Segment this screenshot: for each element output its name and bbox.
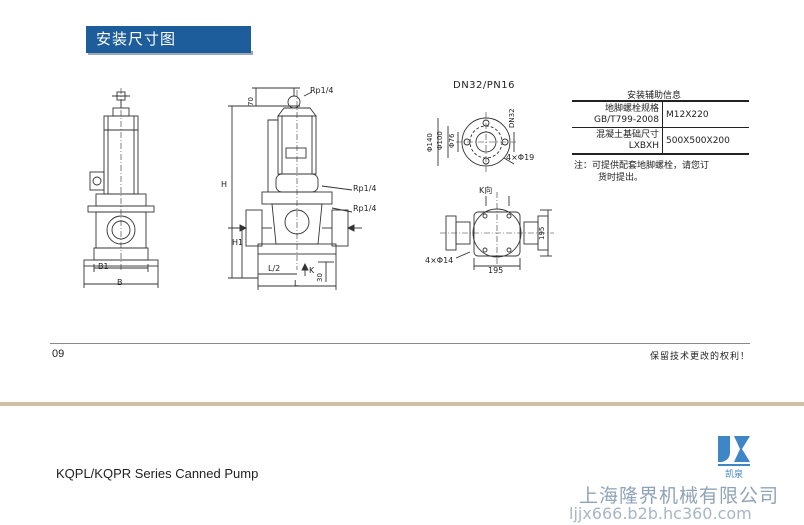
label-k: K bbox=[309, 266, 315, 275]
flange-spec-title: DN32/PN16 bbox=[453, 80, 516, 91]
label-b1: B1 bbox=[98, 262, 109, 271]
label-l: L bbox=[294, 279, 299, 288]
website-watermark: ljjx666.b2b.hc360.com bbox=[569, 504, 752, 523]
label-phi100: Φ100 bbox=[436, 131, 444, 150]
flange-view bbox=[456, 112, 516, 172]
label-195-v: 195 bbox=[538, 226, 546, 240]
installation-drawing bbox=[83, 87, 554, 290]
label-h: H bbox=[221, 180, 228, 189]
info-title: 安装辅助信息 bbox=[627, 91, 682, 101]
label-70: 70 bbox=[247, 97, 255, 106]
label-rp3: Rp1/4 bbox=[353, 204, 377, 213]
label-holes14: 4×Φ14 bbox=[425, 256, 454, 265]
k-view bbox=[440, 192, 554, 264]
info-note: 注：可提供配套地脚螺栓，请您订 货时提出。 bbox=[574, 161, 710, 183]
title-bar-shadow bbox=[88, 51, 253, 55]
logo-text: 凯泉 bbox=[725, 468, 743, 480]
info-value: 500X500X200 bbox=[662, 127, 749, 154]
label-phi140: Φ140 bbox=[426, 133, 434, 152]
page-number: 09 bbox=[52, 348, 65, 360]
series-title: KQPL/KQPR Series Canned Pump bbox=[56, 466, 259, 481]
page-divider bbox=[50, 343, 750, 344]
info-value: M12X220 bbox=[666, 109, 709, 120]
label-h1: H1 bbox=[232, 238, 244, 247]
label-30: 30 bbox=[316, 273, 324, 282]
footer-band bbox=[0, 402, 804, 406]
side-view-pump bbox=[245, 88, 349, 270]
label-dn32: DN32 bbox=[508, 108, 516, 128]
front-view-pump bbox=[83, 88, 159, 270]
label-rp1: Rp1/4 bbox=[310, 86, 334, 95]
label-b: B bbox=[117, 278, 123, 287]
company-watermark: 上海隆界机械有限公司 bbox=[579, 485, 780, 507]
label-rp2: Rp1/4 bbox=[353, 184, 377, 193]
label-holes19: 4×Φ19 bbox=[506, 153, 535, 162]
section-title: 安装尺寸图 bbox=[86, 26, 251, 53]
label-k-view: K向 bbox=[479, 186, 493, 195]
company-logo: 凯泉 bbox=[718, 436, 750, 480]
label-l-half: L/2 bbox=[268, 264, 281, 273]
label-195-h: 195 bbox=[488, 266, 504, 275]
rights-notice: 保留技术更改的权利！ bbox=[649, 352, 750, 362]
label-phi76: Φ76 bbox=[448, 133, 456, 148]
